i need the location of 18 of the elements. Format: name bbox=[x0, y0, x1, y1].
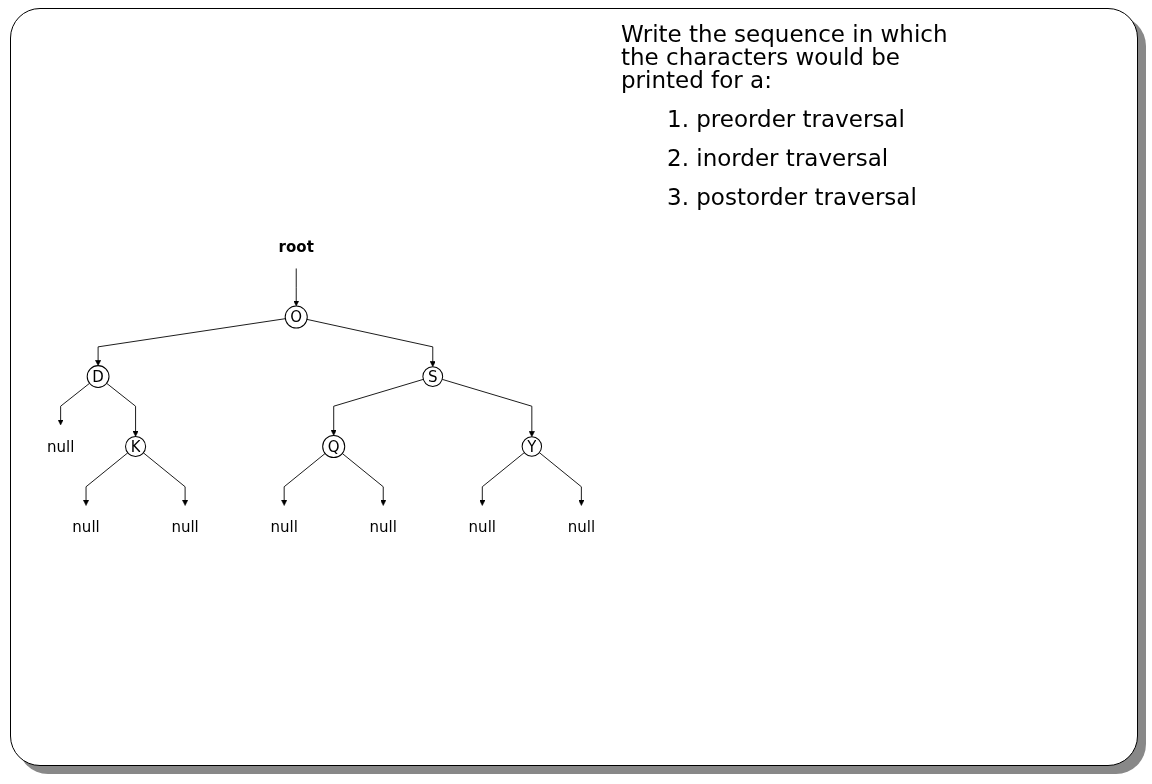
node-circle bbox=[521, 436, 543, 457]
node-circle bbox=[322, 434, 346, 459]
node-circle bbox=[284, 305, 308, 329]
node-text: null bbox=[369, 518, 397, 536]
list-item: 3. postorder traversal bbox=[667, 186, 918, 209]
node-text: null bbox=[171, 518, 199, 536]
node-text: null bbox=[270, 518, 298, 536]
node-text: null bbox=[72, 518, 100, 536]
instruction-text: Write the sequence in which the characters would be printed for a: bbox=[621, 23, 949, 92]
node-circle bbox=[422, 366, 444, 387]
node-circle bbox=[86, 365, 110, 388]
node-circle bbox=[125, 435, 147, 458]
list-item: 2. inorder traversal bbox=[667, 147, 890, 170]
node-text: null bbox=[46, 437, 75, 456]
node-text: null bbox=[567, 518, 596, 536]
node-text: null bbox=[468, 518, 496, 536]
node-text: root bbox=[278, 238, 314, 256]
list-item: 1. preorder traversal bbox=[667, 108, 906, 131]
